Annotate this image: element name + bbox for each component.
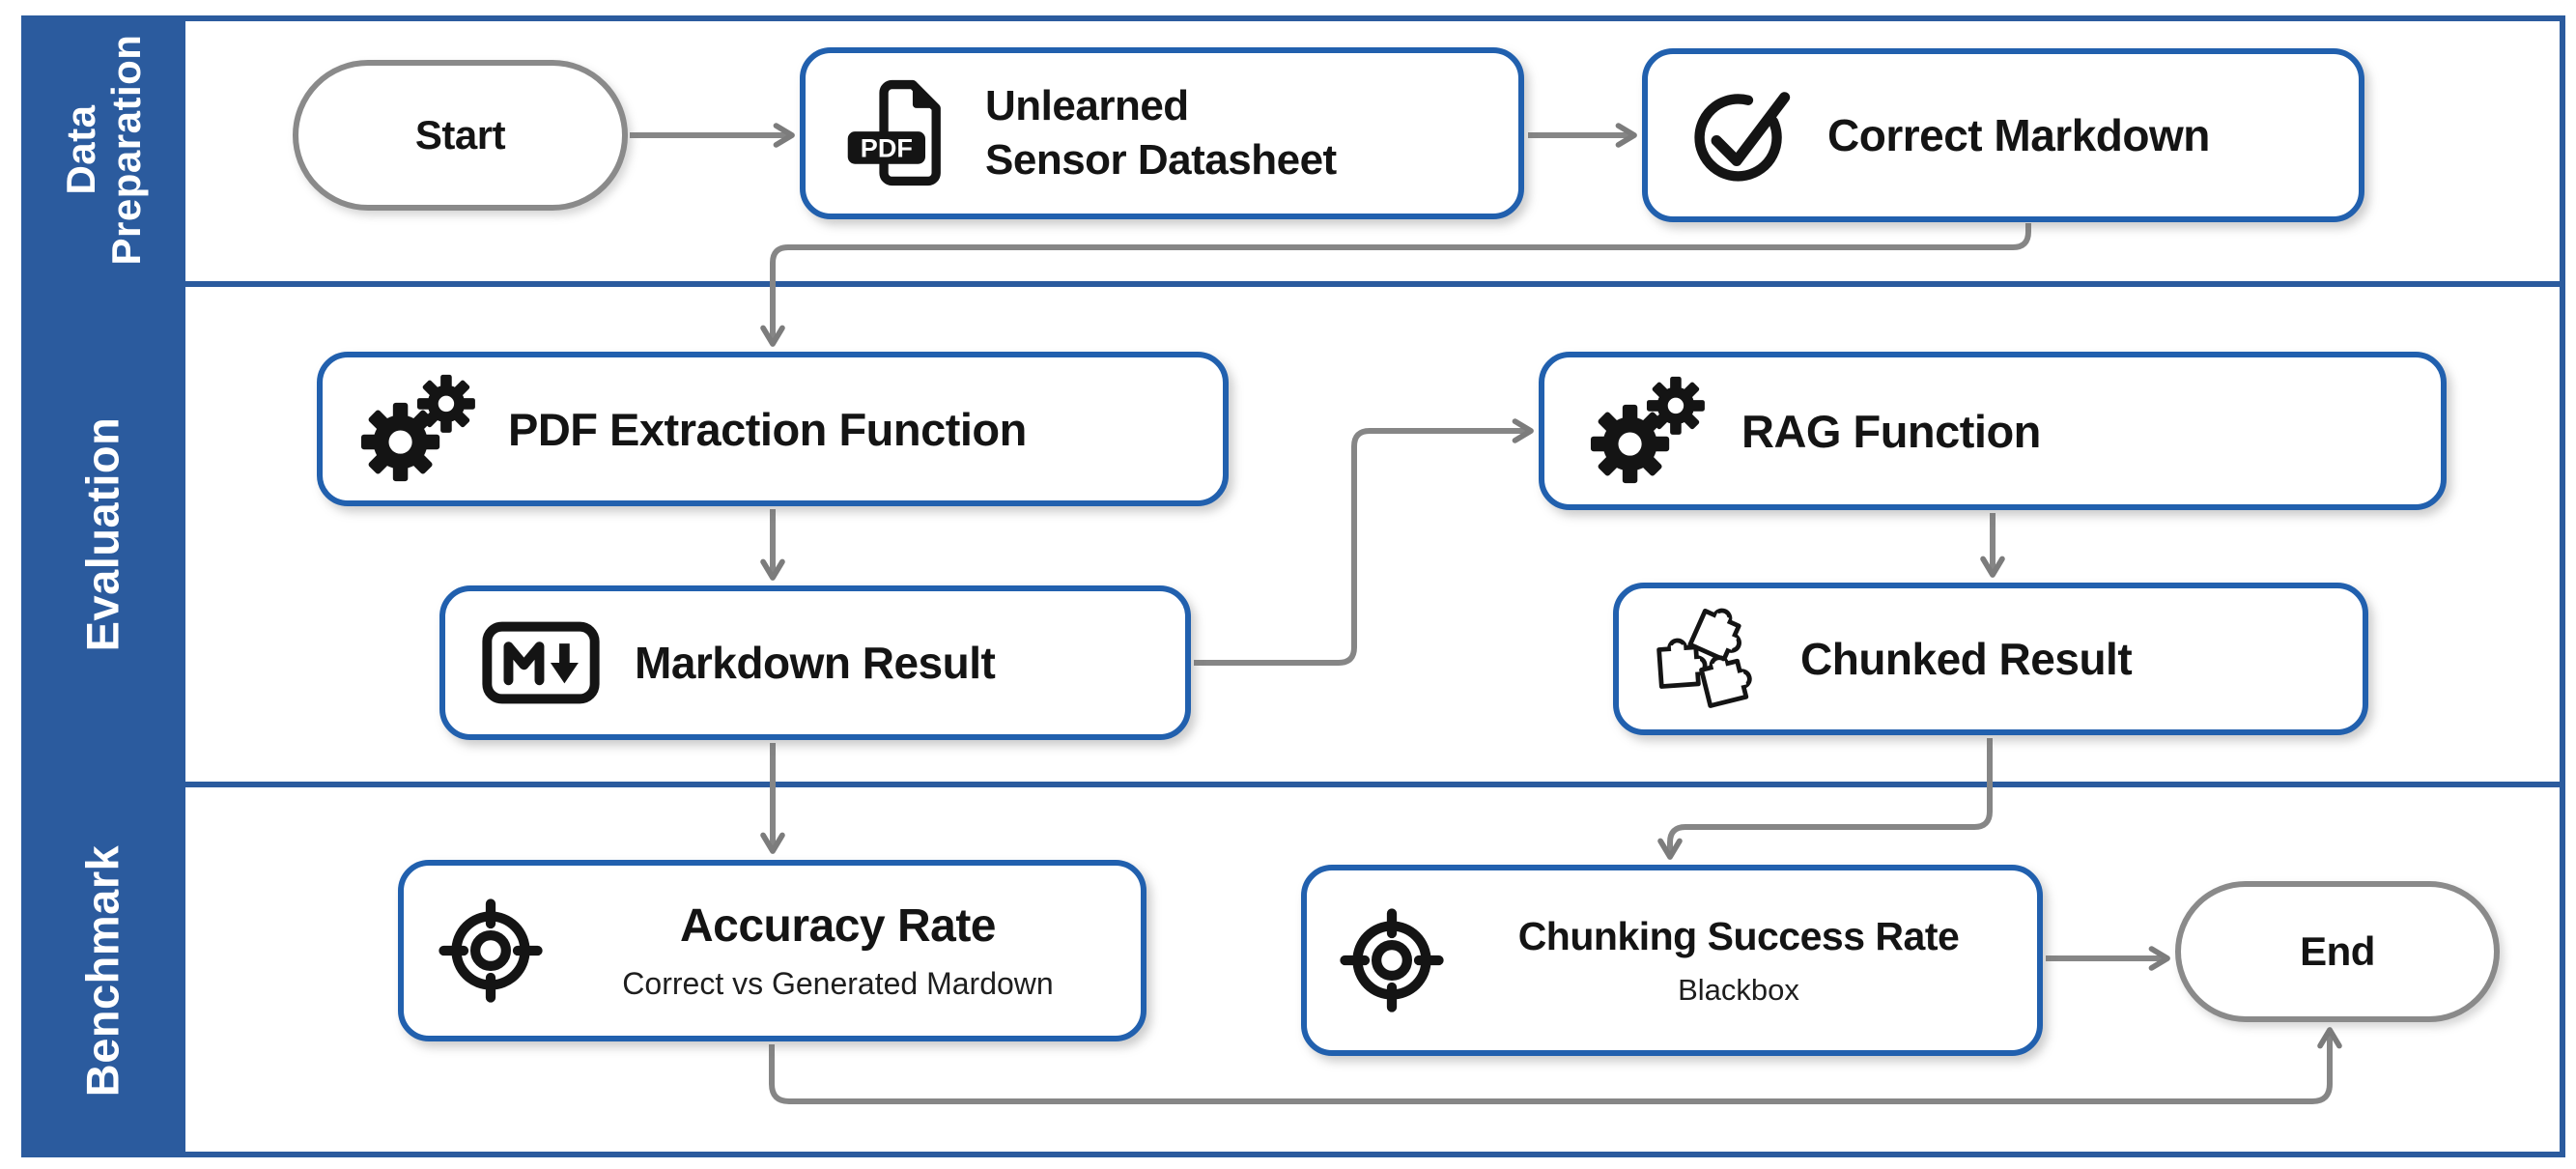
pdf-file-icon: PDF	[844, 76, 952, 190]
node-subtitle: Blackbox	[1678, 972, 1799, 1007]
svg-text:PDF: PDF	[861, 133, 913, 162]
gears-icon	[1587, 375, 1705, 487]
node-title: Accuracy Rate	[679, 900, 997, 952]
node-title-line: Sensor Datasheet	[985, 136, 1337, 184]
start-node: Start	[293, 60, 628, 211]
lane-label-line: Data	[57, 104, 103, 195]
target-icon	[437, 897, 545, 1005]
lane-label-line: Benchmark	[76, 844, 128, 1098]
rag-function-node: RAG Function	[1539, 352, 2447, 510]
end-label: End	[2300, 928, 2375, 974]
node-title: Correct Markdown	[1827, 110, 2210, 160]
unlearned-sensor-datasheet-node: PDF Unlearned Sensor Datasheet	[800, 47, 1524, 219]
node-text: Accuracy Rate Correct vs Generated Mardo…	[564, 899, 1112, 1002]
node-title: PDF Extraction Function	[508, 403, 1027, 455]
puzzle-pieces-icon	[1652, 598, 1773, 720]
accuracy-rate-node: Accuracy Rate Correct vs Generated Mardo…	[398, 860, 1146, 1041]
node-title: Chunked Result	[1800, 634, 2133, 684]
node-subtitle: Correct vs Generated Mardown	[622, 966, 1054, 1001]
lane-label-benchmark: Benchmark	[76, 844, 129, 1098]
check-circle-icon	[1690, 85, 1791, 185]
node-text: Chunking Success Rate Blackbox	[1463, 914, 2014, 1008]
diagram-frame	[21, 15, 2565, 1157]
lane-label-line: Evaluation	[76, 416, 128, 652]
node-title: Chunking Success Rate	[1517, 913, 1960, 958]
chunking-success-rate-node: Chunking Success Rate Blackbox	[1301, 865, 2043, 1056]
correct-markdown-node: Correct Markdown	[1642, 48, 2364, 222]
lane-label-data-preparation: Data Preparation	[58, 35, 149, 266]
node-title: Unlearned Sensor Datasheet	[985, 79, 1337, 188]
markdown-result-node: Markdown Result	[439, 585, 1191, 740]
markdown-icon	[482, 621, 600, 704]
lane-label-line: Preparation	[103, 34, 149, 266]
start-label: Start	[414, 112, 506, 157]
pdf-extraction-function-node: PDF Extraction Function	[317, 352, 1229, 506]
node-title: Markdown Result	[635, 638, 996, 688]
lane-label-evaluation: Evaluation	[76, 416, 129, 652]
lane-divider-data-prep-evaluation	[185, 281, 2565, 287]
node-title: RAG Function	[1741, 405, 2041, 457]
node-title-line: Unlearned	[985, 81, 1189, 129]
end-node: End	[2175, 881, 2500, 1022]
lane-header-column	[21, 15, 185, 1157]
chunked-result-node: Chunked Result	[1613, 583, 2368, 735]
target-icon	[1338, 906, 1446, 1014]
gears-icon	[357, 373, 475, 485]
lane-divider-evaluation-benchmark	[185, 782, 2565, 787]
